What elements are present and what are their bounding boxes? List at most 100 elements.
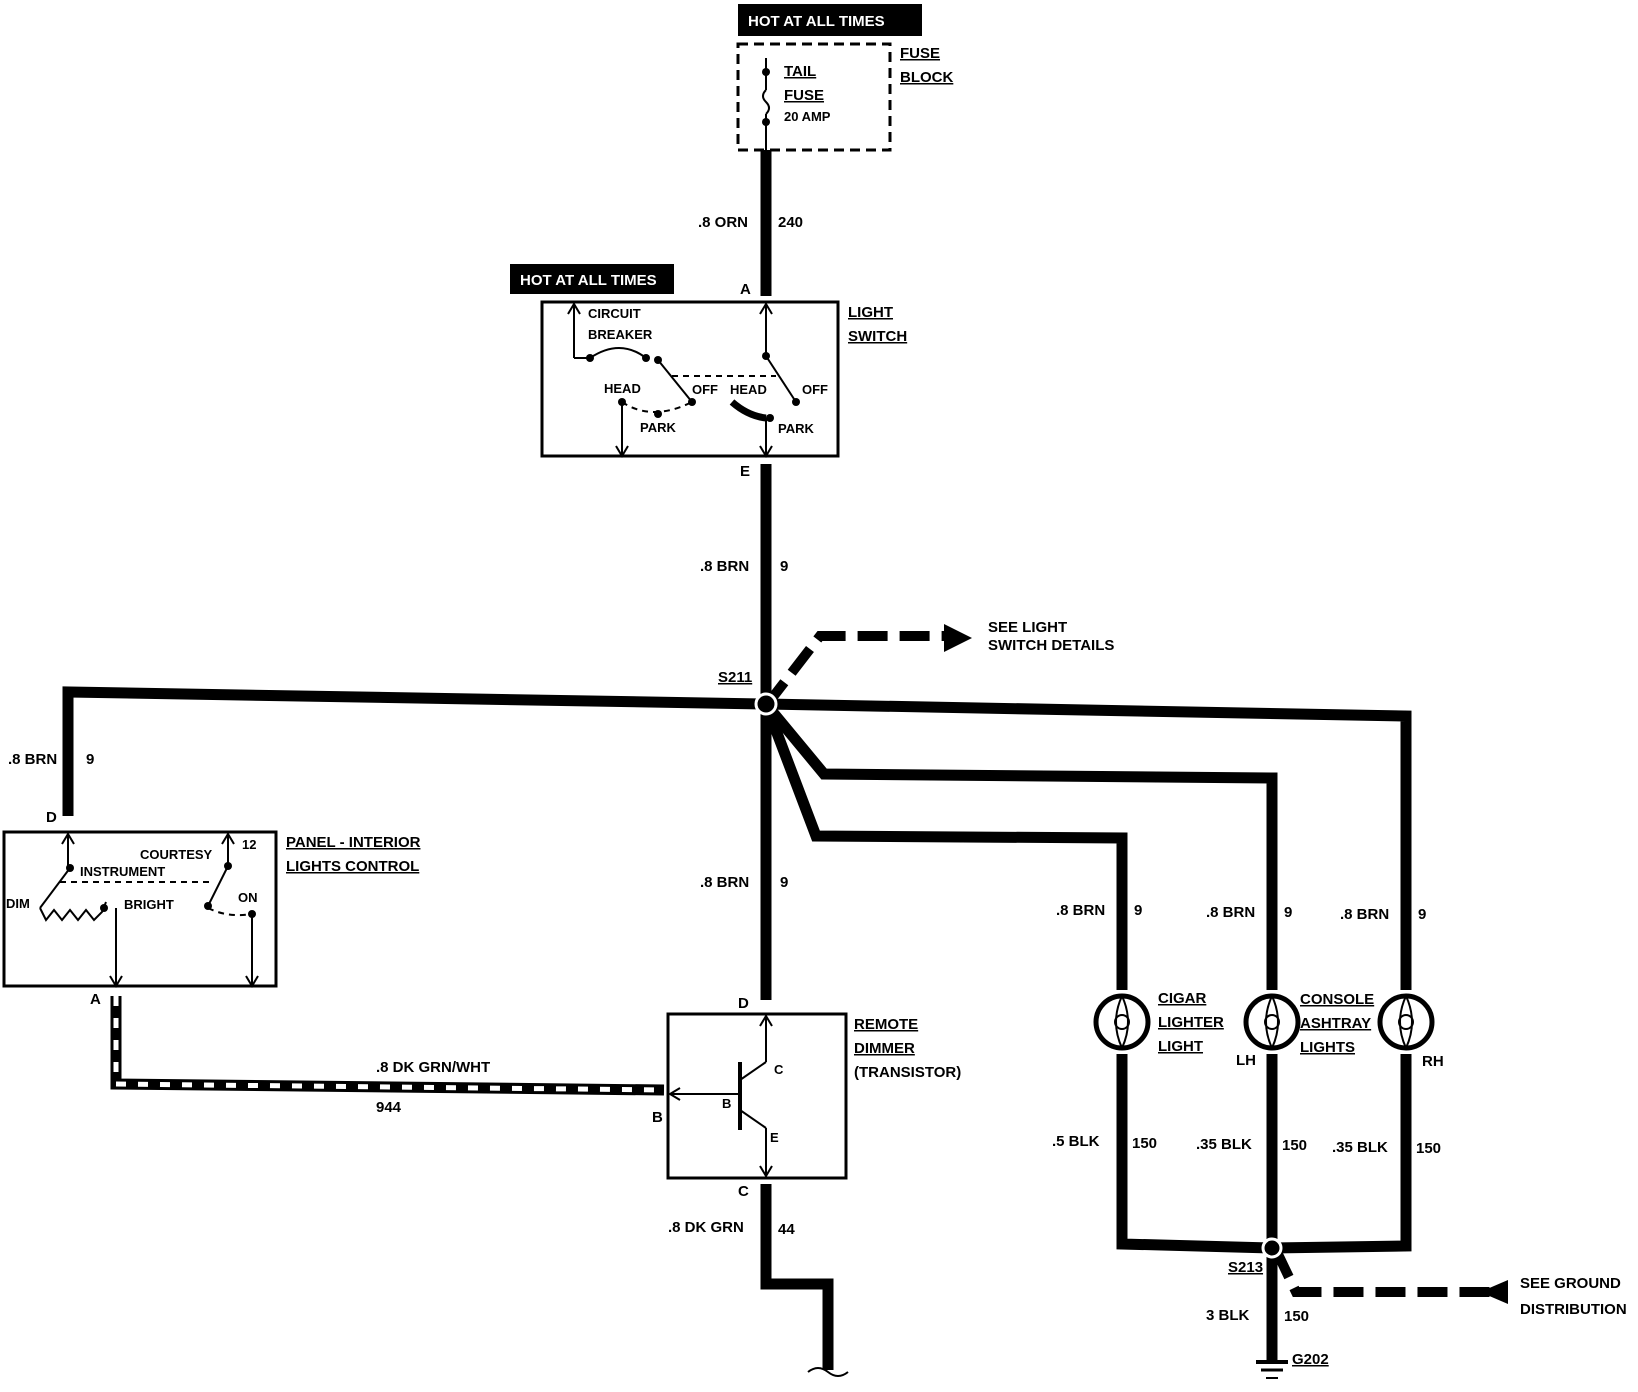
hot-label-box-fuse [738, 4, 922, 36]
fuse-block-label-2: BLOCK [900, 69, 953, 86]
console-lamp-lh [1243, 993, 1301, 1051]
panel-courtesy-label: COURTESY [140, 847, 213, 862]
wire-brn-9-cigar [760, 702, 1128, 990]
see-ground-arrow [1271, 1247, 1490, 1297]
transistor-e-label: E [770, 1130, 779, 1145]
wire-blk-150-cigar [1116, 1054, 1273, 1254]
light-switch-title-1: LIGHT [848, 304, 893, 321]
fuse-name-1: TAIL [784, 63, 816, 80]
wire-brn-gauge-rh: .8 BRN [1340, 906, 1389, 923]
console-label-3: LIGHTS [1300, 1039, 1355, 1056]
fuse-dot-top [762, 68, 770, 76]
cigar-label-3: LIGHT [1158, 1038, 1203, 1055]
wire-dkgrnwht-gauge: .8 DK GRN/WHT [376, 1059, 490, 1076]
panel-rheostat [39, 901, 107, 922]
wire-brn-circuit-dimmer: 9 [780, 874, 788, 891]
cigar-lamp [1093, 993, 1151, 1051]
splice-s211 [754, 692, 778, 716]
panel-control-title-1: PANEL - INTERIOR [286, 834, 421, 851]
panel-dim-label: DIM [6, 896, 30, 911]
wire-blk3-gauge: 3 BLK [1206, 1307, 1250, 1324]
fuse-rating: 20 AMP [784, 109, 831, 124]
wire-brn-gauge-lh: .8 BRN [1206, 904, 1255, 921]
wire-blk5-gauge: .5 BLK [1052, 1133, 1100, 1150]
wire-blk-circuit-rh: 150 [1416, 1140, 1441, 1157]
wire-orn-gauge: .8 ORN [698, 214, 748, 231]
lamp-rh-label: RH [1422, 1053, 1444, 1070]
switch-park-label-left: PARK [640, 420, 676, 435]
console-label-2: ASHTRAY [1300, 1015, 1371, 1032]
wire-brn-circuit-rh: 9 [1418, 906, 1426, 923]
panel-pin-12: 12 [242, 837, 256, 852]
switch-head-label-right: HEAD [730, 382, 767, 397]
wire-brn-gauge-panel: .8 BRN [8, 751, 57, 768]
wire-blk-circuit-cigar: 150 [1132, 1135, 1157, 1152]
dimmer-pin-c: C [738, 1183, 749, 1200]
wire-brn-gauge-cigar: .8 BRN [1056, 902, 1105, 919]
wire-blk-circuit-lh: 150 [1282, 1137, 1307, 1154]
wire-dkgrnwht-circuit: 944 [376, 1099, 402, 1116]
wire-blk35-gauge-lh: .35 BLK [1196, 1136, 1252, 1153]
panel-instrument-label: INSTRUMENT [80, 864, 165, 879]
dimmer-box [666, 1012, 848, 1180]
wire-brn-circuit-lh: 9 [1284, 904, 1292, 921]
splice-s213-label: S213 [1228, 1259, 1263, 1276]
light-switch-box [540, 300, 840, 458]
splice-s211-label: S211 [718, 669, 752, 686]
see-light-details-1: SEE LIGHT [988, 619, 1067, 636]
circuit-breaker-symbol [589, 347, 647, 359]
wire-blk35-gauge-rh: .35 BLK [1332, 1139, 1388, 1156]
wire-blk-150-rh [1271, 1054, 1412, 1254]
light-switch-pin-e: E [740, 463, 750, 480]
panel-pin-d: D [46, 809, 57, 826]
panel-on-label: ON [238, 890, 258, 905]
wire-brn-circuit-panel: 9 [86, 751, 94, 768]
wire-orn-circuit: 240 [778, 214, 803, 231]
wire-dkgrn-44 [760, 1184, 834, 1370]
see-ground-2: DISTRIBUTION [1520, 1301, 1627, 1318]
circuit-breaker-label-2: BREAKER [588, 327, 653, 342]
panel-control-box [2, 830, 278, 988]
wire-dkgrn-circuit: 44 [778, 1221, 795, 1238]
wire-brn-9-panel [62, 686, 767, 816]
wire-dkgrn-gauge: .8 DK GRN [668, 1219, 744, 1236]
console-lamp-rh [1377, 993, 1435, 1051]
see-light-details-arrow [762, 631, 945, 710]
ground-symbol [1256, 1360, 1288, 1379]
dimmer-title-2: DIMMER [854, 1040, 915, 1057]
dimmer-title-3: (TRANSISTOR) [854, 1064, 961, 1081]
panel-pin-a: A [90, 991, 101, 1008]
lamp-lh-label: LH [1236, 1052, 1256, 1069]
dimmer-pin-d: D [738, 995, 749, 1012]
light-switch-title-2: SWITCH [848, 328, 907, 345]
switch-head-contact [729, 399, 767, 422]
wire-brn-circuit-cigar: 9 [1134, 902, 1142, 919]
fuse-name-2: FUSE [784, 87, 824, 104]
wire-brn-gauge-dimmer: .8 BRN [700, 874, 749, 891]
console-label-1: CONSOLE [1300, 991, 1374, 1008]
light-switch-pin-a: A [740, 281, 751, 298]
splice-s213 [1261, 1237, 1283, 1259]
wire-brn-9-rh [765, 698, 1412, 990]
wire-brn-gauge-main: .8 BRN [700, 558, 749, 575]
cigar-label-2: LIGHTER [1158, 1014, 1224, 1031]
cigar-label-1: CIGAR [1158, 990, 1207, 1007]
dimmer-title-1: REMOTE [854, 1016, 918, 1033]
panel-control-title-2: LIGHTS CONTROL [286, 858, 419, 875]
wire-brn-circuit-main: 9 [780, 558, 788, 575]
hot-label-switch: HOT AT ALL TIMES [520, 272, 657, 289]
ground-g202-label: G202 [1292, 1351, 1329, 1368]
transistor-b-label: B [722, 1096, 731, 1111]
see-light-details-2: SWITCH DETAILS [988, 637, 1114, 654]
see-ground-1: SEE GROUND [1520, 1275, 1621, 1292]
wire-blk3-circuit: 150 [1284, 1308, 1309, 1325]
hot-label-fuse: HOT AT ALL TIMES [748, 13, 885, 30]
hot-label-box-switch [510, 264, 674, 294]
wire-brn-9-lh [761, 700, 1278, 990]
switch-off-label-right: OFF [802, 382, 828, 397]
circuit-breaker-label-1: CIRCUIT [588, 306, 641, 321]
fuse-dot-bottom [762, 118, 770, 126]
switch-head-label-left: HEAD [604, 381, 641, 396]
switch-off-label-left: OFF [692, 382, 718, 397]
